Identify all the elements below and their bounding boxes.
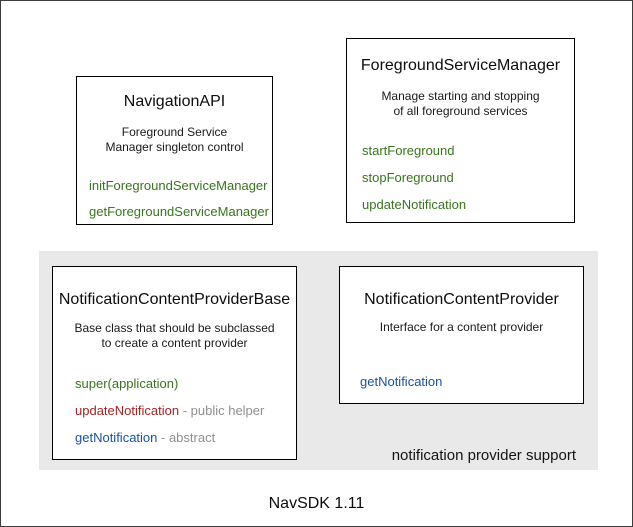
method-get-foreground-service-manager: getForegroundServiceManager <box>89 204 269 219</box>
class-description-line: Base class that should be subclassed <box>74 321 275 335</box>
class-title: NavigationAPI <box>123 93 226 110</box>
method-annotation: - abstract <box>157 430 216 445</box>
method-get-notification: getNotification <box>360 373 443 389</box>
method-label: getNotification <box>75 430 158 445</box>
method-init-foreground-service-manager: initForegroundServiceManager <box>89 178 268 193</box>
method-label: super(application) <box>75 376 179 391</box>
method-start-foreground: startForeground <box>362 143 455 158</box>
method-list: initForegroundServiceManager getForegrou… <box>77 178 272 219</box>
class-box-notification-content-provider-base: NotificationContentProviderBase Base cla… <box>52 266 297 460</box>
class-description: Interface for a content provider <box>340 320 583 335</box>
class-title: NotificationContentProvider <box>364 291 559 308</box>
method-annotation: - public helper <box>179 403 265 418</box>
class-description-line: Foreground Service <box>121 125 228 139</box>
method-label: updateNotification <box>75 403 180 418</box>
class-description: Foreground Service Manager singleton con… <box>77 125 272 154</box>
class-description: Manage starting and stopping of all fore… <box>347 89 574 118</box>
class-description-line: of all foreground services <box>393 103 528 118</box>
method-update-notification: updateNotification - public helper <box>75 403 296 418</box>
panel-caption: notification provider support <box>391 447 576 464</box>
class-description: Base class that should be subclassed to … <box>53 321 296 350</box>
class-title: NotificationContentProviderBase <box>58 291 291 308</box>
method-update-notification: updateNotification <box>362 197 467 212</box>
method-list: getNotification <box>340 374 583 389</box>
method-list: super(application) updateNotification - … <box>53 376 296 445</box>
class-description-line: Interface for a content provider <box>379 320 544 334</box>
method-stop-foreground: stopForeground <box>362 170 454 185</box>
method-super-application: super(application) <box>75 376 296 391</box>
class-description-line: to create a content provider <box>101 335 248 350</box>
notification-provider-support-panel: NotificationContentProviderBase Base cla… <box>39 251 598 470</box>
class-description-line: Manage starting and stopping <box>381 89 540 103</box>
class-description-line: Manager singleton control <box>105 139 244 154</box>
class-box-foreground-service-manager: ForegroundServiceManager Manage starting… <box>346 38 575 223</box>
class-box-notification-content-provider: NotificationContentProvider Interface fo… <box>339 266 584 404</box>
class-title: ForegroundServiceManager <box>360 57 561 74</box>
method-list: startForeground stopForeground updateNot… <box>347 143 574 212</box>
class-box-navigation-api: NavigationAPI Foreground Service Manager… <box>76 76 273 225</box>
sdk-version-caption: NavSDK 1.11 <box>268 495 365 512</box>
method-get-notification: getNotification - abstract <box>75 430 296 445</box>
